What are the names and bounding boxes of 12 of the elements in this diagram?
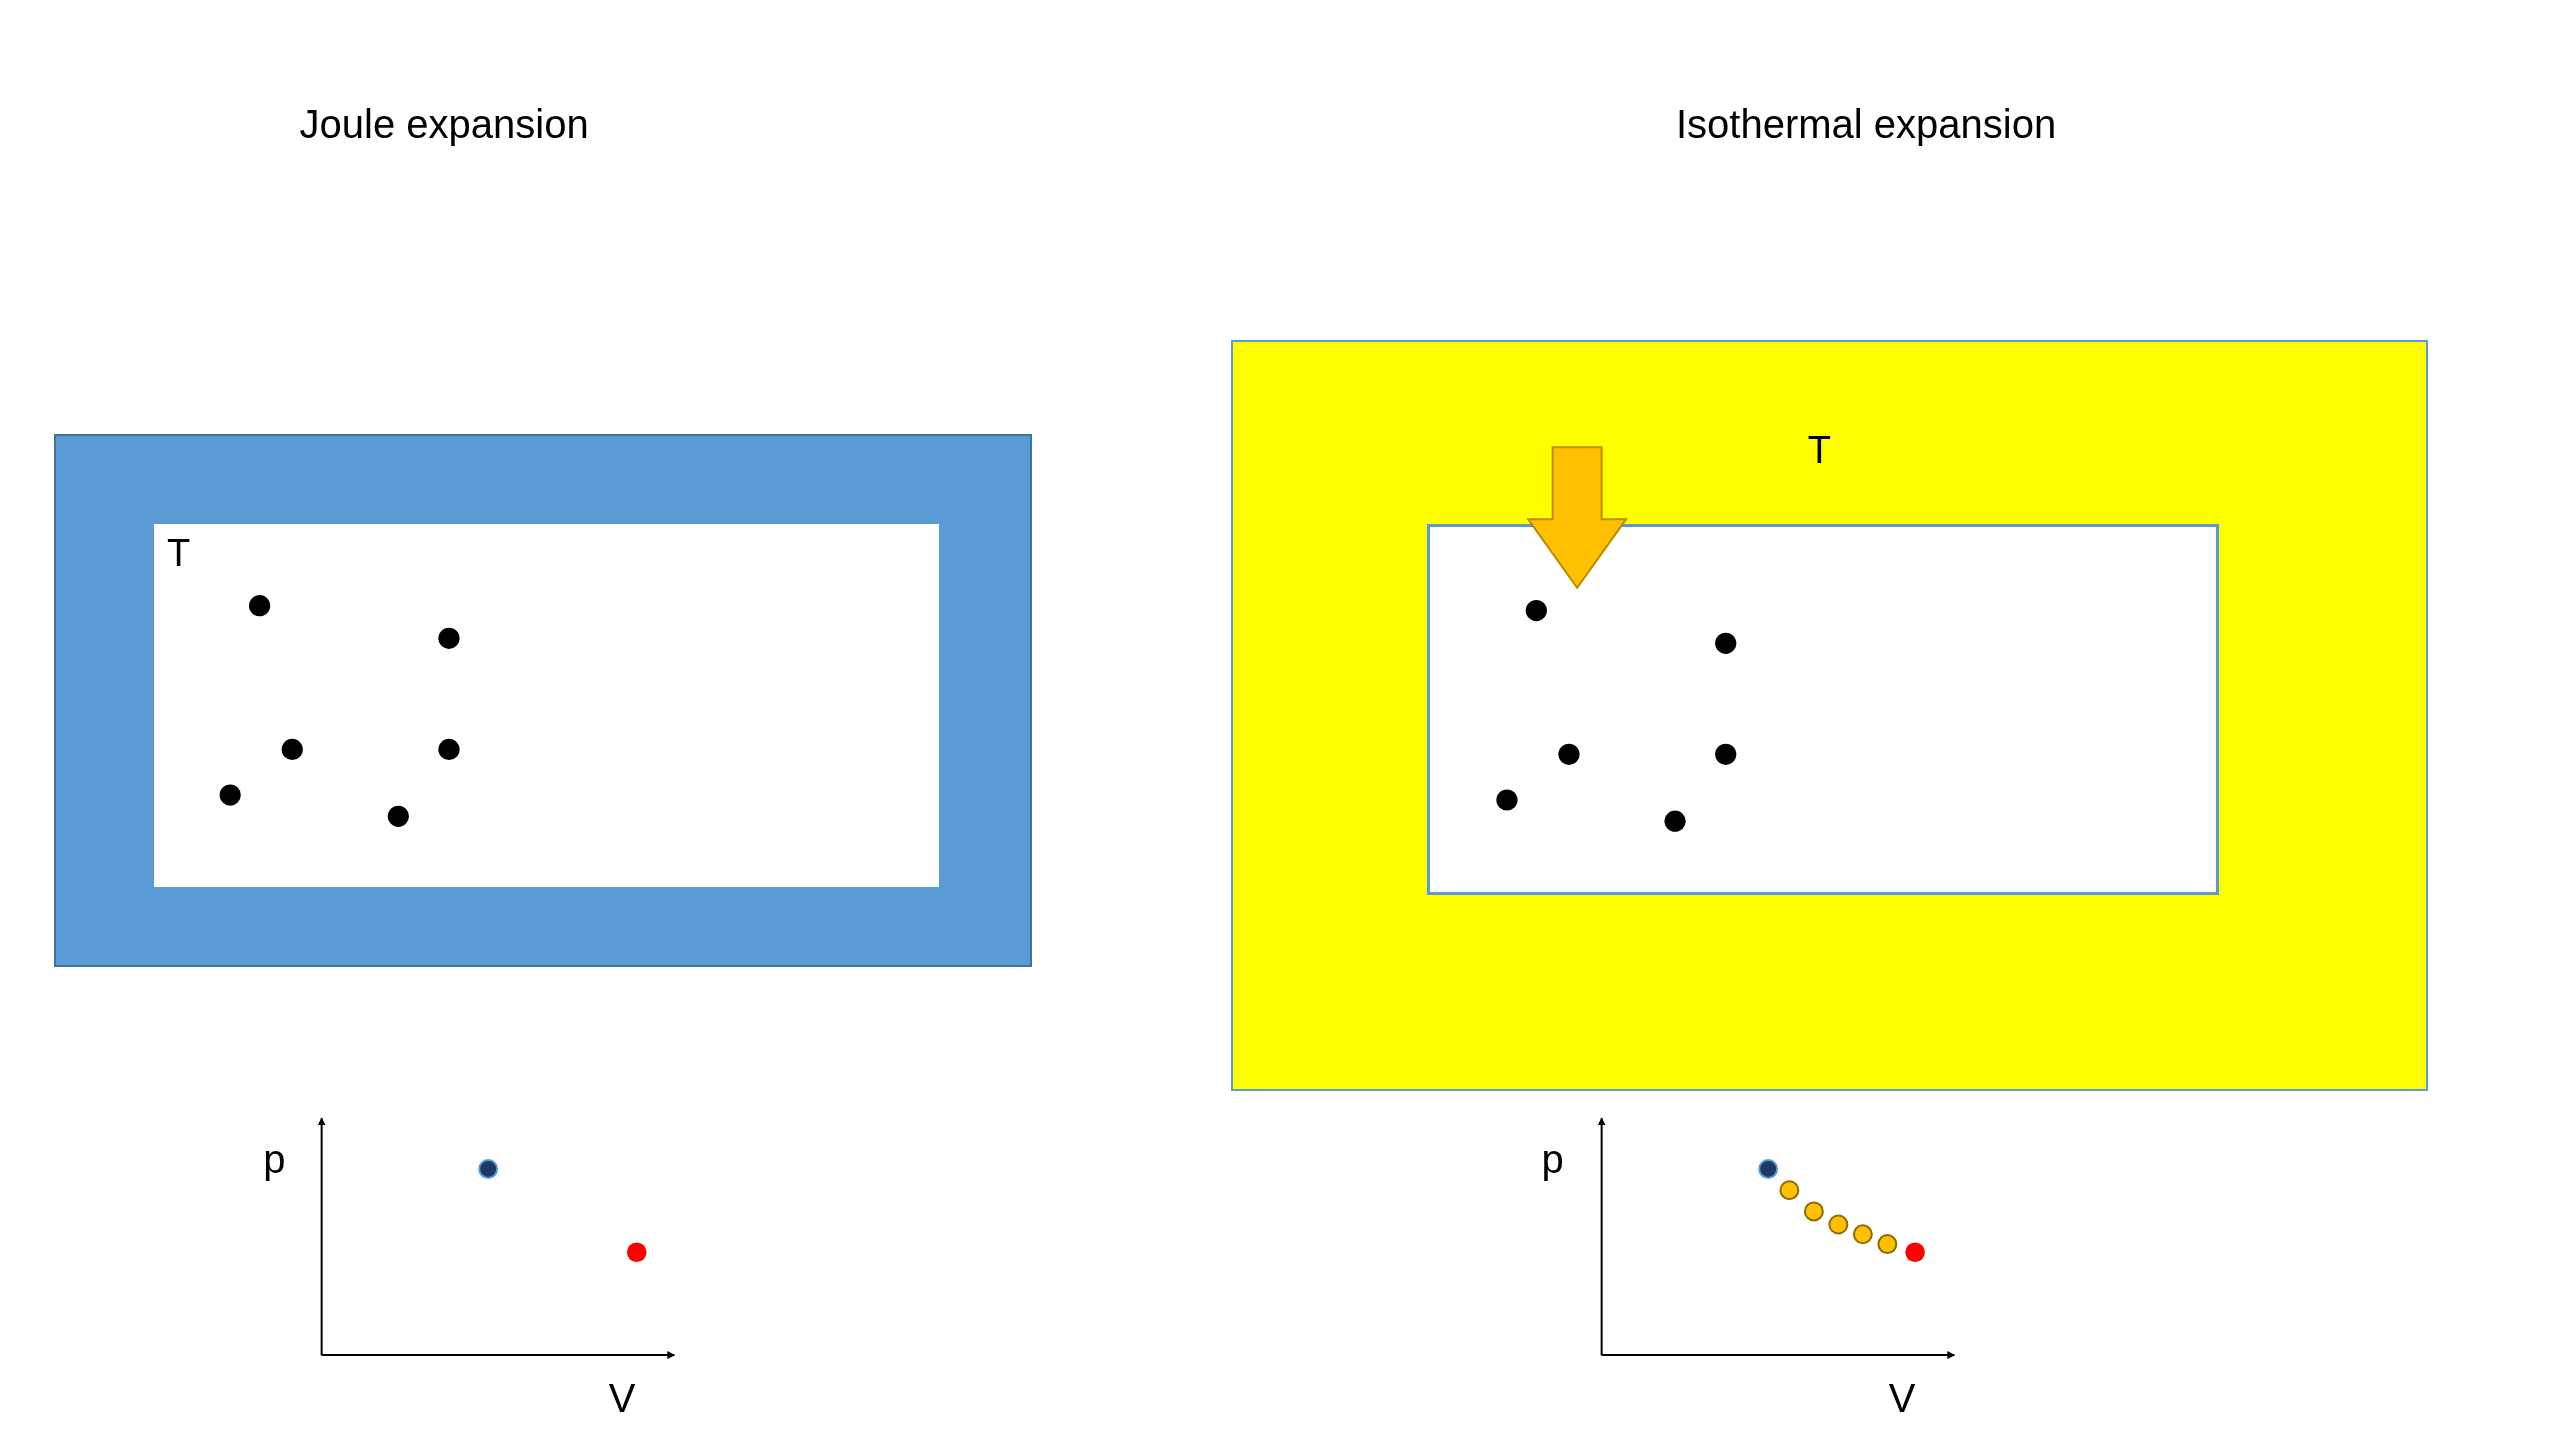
temperature-label: T [1807,431,1831,470]
axis-label: p [1541,1136,1564,1182]
heat-bath [1231,339,2428,1091]
heading: Joule expansion [299,101,589,147]
axis-label: V [608,1375,636,1421]
insulated-container [53,434,1032,967]
axis-label: V [1888,1375,1916,1421]
gas-chamber [153,524,940,887]
temperature-label: T [166,534,191,573]
axis-label: p [263,1136,286,1182]
gas-chamber [1427,524,2220,896]
heading: Isothermal expansion [1676,101,2057,147]
